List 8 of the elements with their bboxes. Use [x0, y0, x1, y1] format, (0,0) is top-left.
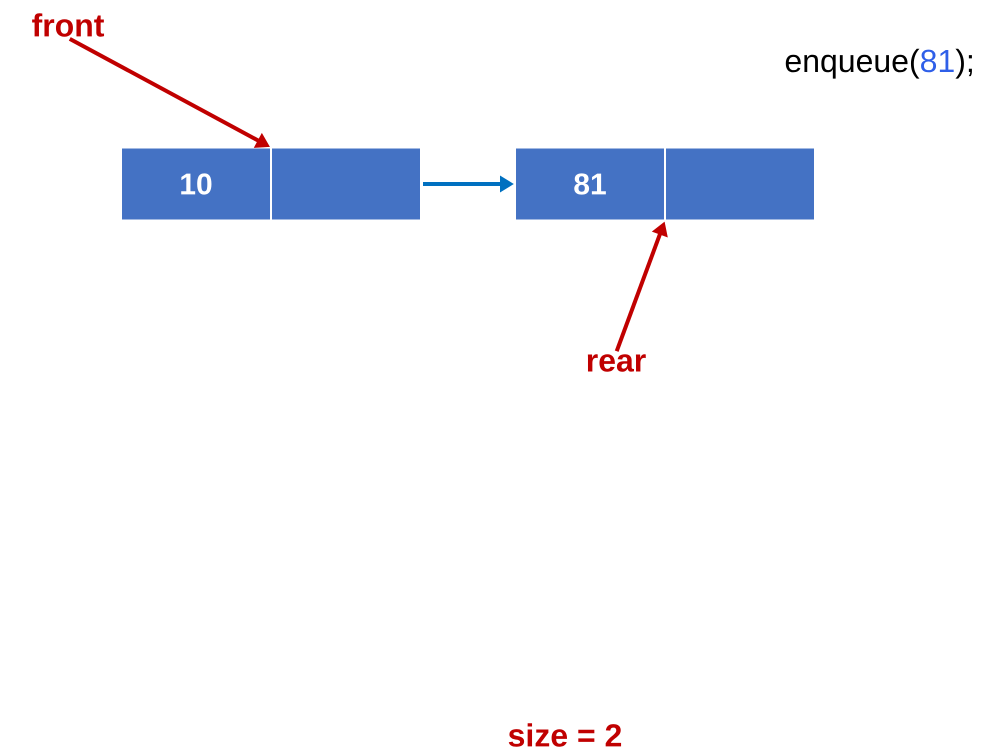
code-line: enqueue(81);: [786, 48, 972, 79]
size-label: size = 2: [508, 723, 622, 747]
pointer-label: front: [32, 13, 104, 37]
list-node-cell: 10: [121, 148, 271, 220]
pointer-label: rear: [588, 354, 646, 372]
list-node-cell: 81: [515, 148, 665, 220]
pointer-cell: [665, 148, 815, 220]
pointer-cell: [271, 148, 421, 220]
